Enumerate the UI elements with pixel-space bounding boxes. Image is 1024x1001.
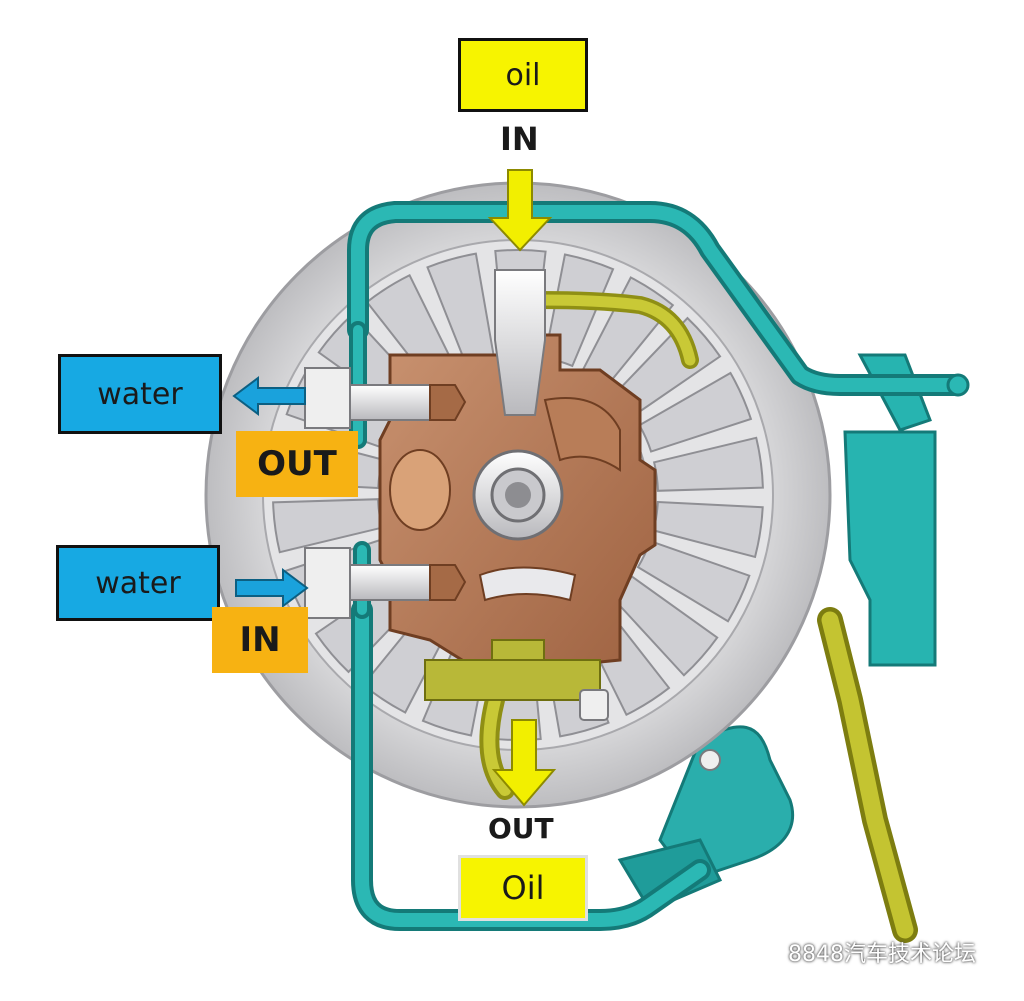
water-in-text: IN — [212, 607, 308, 673]
water-pipe — [347, 201, 970, 931]
cooler-fin — [638, 371, 753, 453]
mount-bracket — [617, 353, 937, 912]
oil-hoses — [479, 291, 918, 943]
chat-bubble-icon — [752, 942, 781, 961]
oil-in-arrow — [487, 169, 553, 252]
water-out-arrow — [232, 376, 306, 416]
water-in-arrow — [235, 568, 309, 608]
watermark: 8848汽车技术论坛 — [752, 936, 976, 968]
oil-in-text: IN — [500, 120, 539, 158]
cooler-fin — [652, 500, 764, 559]
water-out-text: OUT — [236, 431, 358, 497]
oil-manifold — [378, 333, 657, 701]
oil-out-text: OUT — [488, 812, 554, 845]
watermark-text: 8848汽车技术论坛 — [788, 942, 976, 967]
oil-in-label: oil — [458, 38, 588, 112]
water-in-label: water — [56, 545, 220, 621]
oil-out-label: Oil — [458, 855, 588, 921]
water-out-label: water — [58, 354, 222, 434]
oil-out-arrow — [491, 719, 557, 807]
